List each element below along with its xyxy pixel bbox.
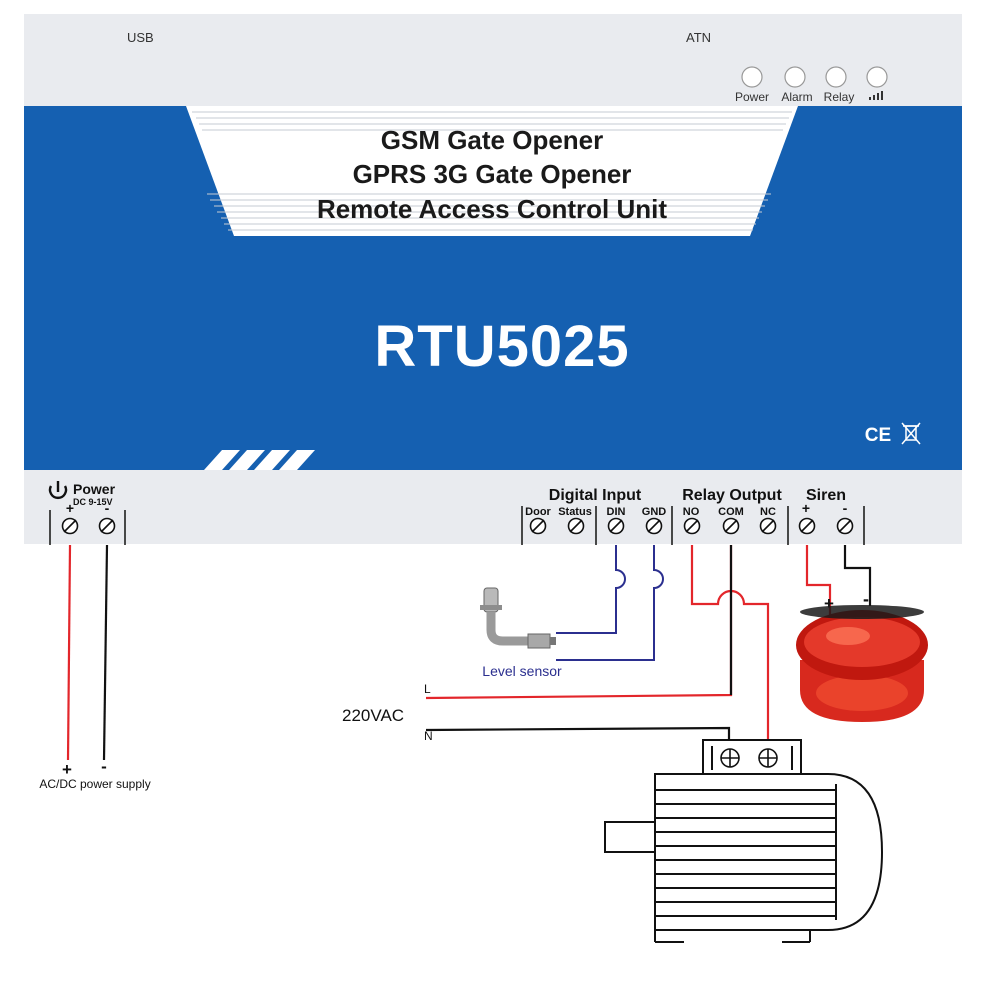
headline-line-3: Remote Access Control Unit — [317, 194, 667, 224]
mains-voltage-label: 220VAC — [342, 706, 404, 725]
screw-icon — [98, 517, 116, 535]
neutral-label: N — [424, 729, 433, 743]
screw-icon — [720, 748, 740, 768]
din-wire — [556, 545, 626, 634]
siren-wire-plus-label: + — [824, 594, 834, 613]
relay-led-icon — [825, 66, 847, 88]
relay-led-label: Relay — [824, 90, 855, 104]
alarm-led-icon — [784, 66, 806, 88]
screw-icon — [759, 517, 777, 535]
screw-icon — [683, 517, 701, 535]
no-pin-label: NO — [683, 506, 700, 518]
signal-bars-icon — [869, 91, 883, 100]
screw-icon — [567, 517, 585, 535]
model-name: RTU5025 — [374, 314, 629, 379]
nc-pin-label: NC — [760, 506, 776, 518]
screw-icon — [722, 517, 740, 535]
screw-icon — [645, 517, 663, 535]
neutral-wire — [425, 726, 731, 758]
screw-icon — [529, 517, 547, 535]
relay-output-title: Relay Output — [682, 487, 782, 504]
psu-label: AC/DC power supply — [39, 777, 150, 791]
din-pin-label: DIN — [607, 506, 626, 518]
plate-stripes — [192, 111, 792, 231]
siren-lamp-icon — [796, 605, 928, 722]
power-led-label: Power — [735, 90, 769, 104]
panel-chevrons — [204, 450, 315, 470]
power-terminal-title: Power — [73, 481, 116, 497]
com-pin-label: COM — [718, 506, 744, 518]
motor-icon — [604, 739, 884, 943]
screw-icon — [758, 748, 778, 768]
siren-minus-wire — [843, 545, 872, 606]
usb-port-label: USB — [127, 30, 154, 45]
siren-plus-wire — [805, 545, 832, 615]
psu-plus-label: + — [62, 760, 72, 779]
headline-plate — [186, 106, 798, 236]
screw-icon — [61, 517, 79, 535]
siren-minus-label: - — [843, 500, 848, 516]
siren-wire-minus-label: - — [863, 589, 869, 609]
screw-terminals — [61, 517, 854, 535]
power-led-icon — [741, 66, 763, 88]
signal-led-icon — [866, 66, 888, 88]
headline-line-2: GPRS 3G Gate Opener — [353, 159, 632, 189]
line-wire — [425, 545, 733, 700]
gnd-wire — [556, 545, 664, 661]
psu-minus-wire — [102, 544, 109, 761]
power-plus-label: + — [66, 500, 74, 516]
siren-plus-label: + — [802, 500, 810, 516]
power-on-icon — [48, 481, 68, 499]
alarm-led-label: Alarm — [781, 90, 812, 104]
power-minus-label: - — [105, 500, 110, 516]
level-sensor-icon — [480, 587, 556, 649]
headline-line-1: GSM Gate Opener — [381, 125, 604, 155]
psu-minus-label: - — [101, 757, 107, 776]
gnd-pin-label: GND — [642, 506, 667, 518]
motor-terminal-screws — [720, 748, 778, 768]
screw-icon — [836, 517, 854, 535]
atn-port-label: ATN — [686, 30, 711, 45]
power-terminal-voltage: DC 9-15V — [73, 497, 113, 507]
siren-title: Siren — [806, 487, 846, 504]
psu-plus-wire — [66, 544, 72, 761]
screw-icon — [798, 517, 816, 535]
line-label: L — [424, 682, 431, 696]
ce-mark: CE — [865, 425, 891, 446]
screw-icon — [607, 517, 625, 535]
weee-bin-icon — [901, 422, 921, 445]
status-pin-label: Status — [558, 506, 592, 518]
level-sensor-label: Level sensor — [482, 663, 562, 679]
digital-input-title: Digital Input — [549, 487, 642, 504]
door-pin-label: Door — [525, 506, 551, 518]
